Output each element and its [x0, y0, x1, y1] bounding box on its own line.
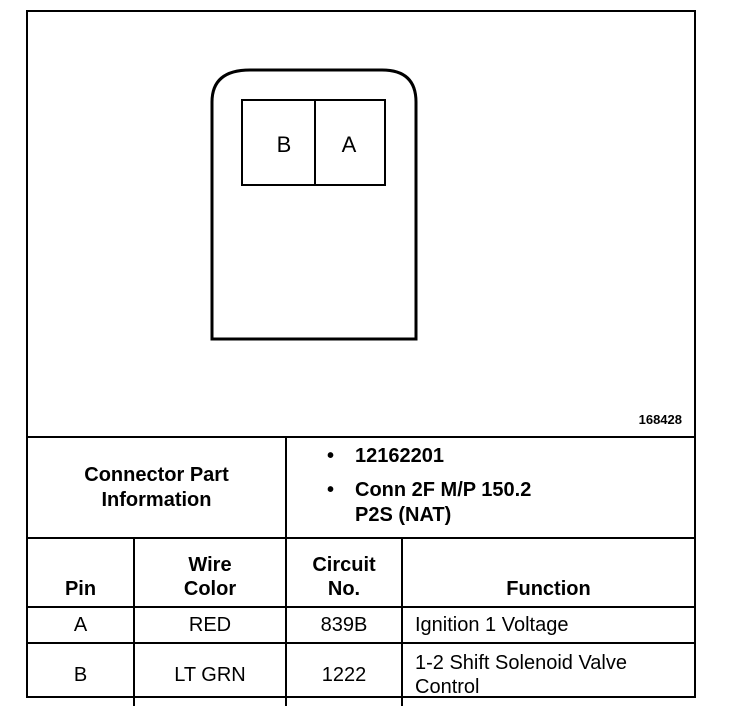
row-pin: B — [28, 642, 135, 706]
row-function: 1-2 Shift Solenoid Valve Control — [400, 642, 695, 706]
pin-label-a: A — [342, 132, 357, 157]
row-wire-color: LT GRN — [133, 642, 287, 706]
row-pin: A — [28, 606, 135, 644]
connector-part-info-list: 12162201 Conn 2F M/P 150.2 P2S (NAT) — [284, 438, 695, 539]
row-function: Ignition 1 Voltage — [400, 606, 695, 644]
header-pin: Pin — [28, 537, 135, 608]
table-row: B LT GRN 1222 1-2 Shift Solenoid Valve C… — [28, 642, 695, 706]
pin-label-b: B — [277, 132, 292, 157]
connector-face-svg: B A — [210, 68, 418, 341]
connector-description-item: Conn 2F M/P 150.2 P2S (NAT) — [327, 478, 694, 528]
table-row: A RED 839B Ignition 1 Voltage — [28, 606, 695, 644]
row-wire-color: RED — [133, 606, 287, 644]
row-circuit: 1222 — [285, 642, 403, 706]
row-circuit: 839B — [285, 606, 403, 644]
part-number-item: 12162201 — [327, 444, 694, 469]
pin-cavity-a — [314, 99, 386, 186]
header-circuit-no: Circuit No. — [285, 537, 403, 608]
header-wire-color: Wire Color — [133, 537, 287, 608]
connector-info-sheet: B A 168428 Connector Part Information 12… — [26, 10, 696, 706]
connector-part-info-label: Connector Part Information — [28, 438, 287, 539]
connector-table: Connector Part Information 12162201 Conn… — [28, 438, 695, 706]
figure-number: 168428 — [638, 412, 682, 427]
header-function: Function — [400, 537, 695, 608]
connector-diagram: B A 168428 — [28, 12, 694, 438]
connector-body-outline — [210, 68, 418, 341]
